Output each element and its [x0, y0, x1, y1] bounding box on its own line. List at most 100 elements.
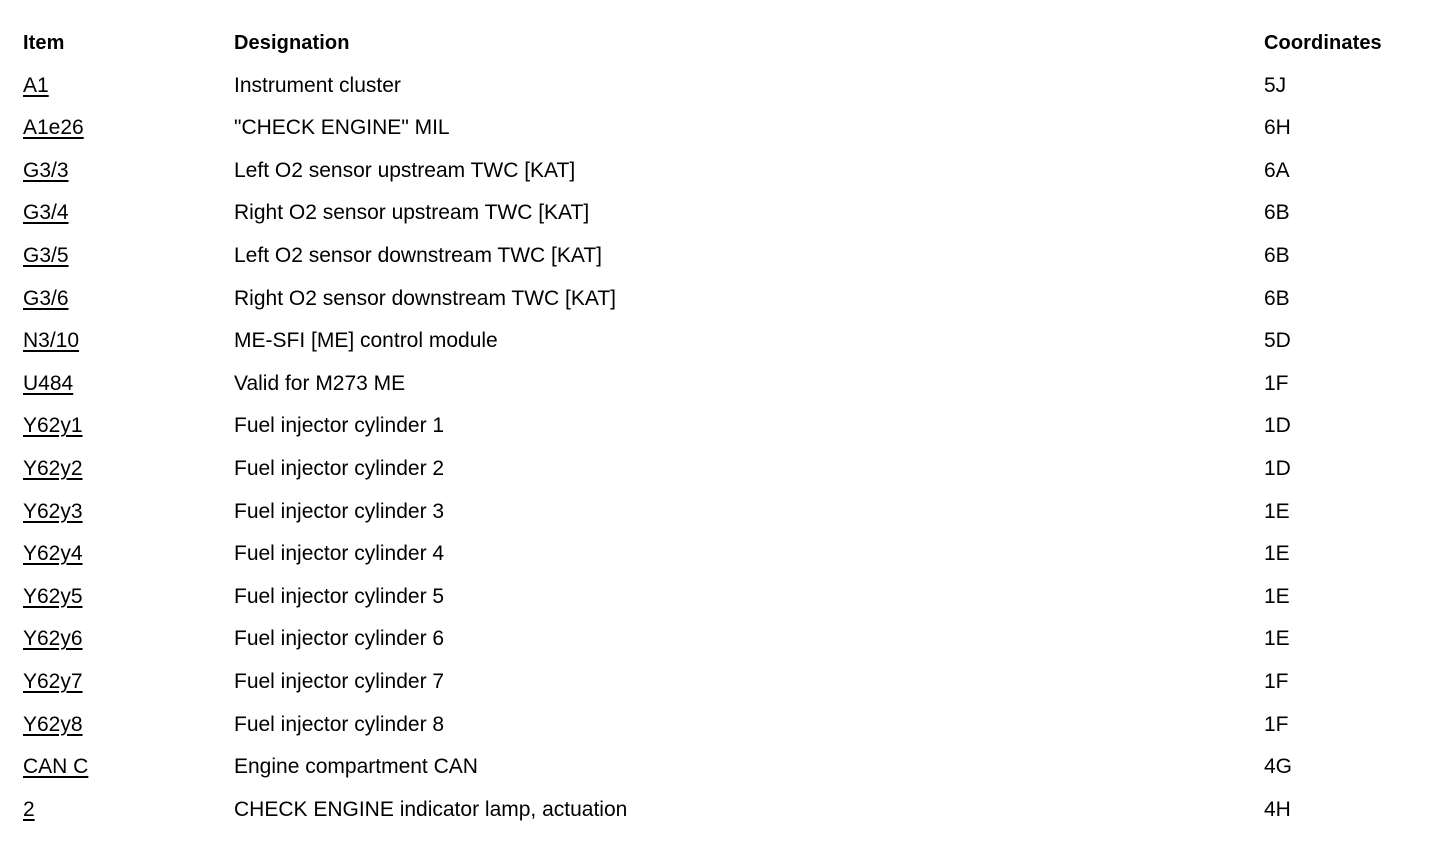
coordinate-text: 1D [1264, 456, 1291, 480]
cell-coordinates: 6B [1264, 192, 1417, 235]
item-code-link[interactable]: N3/10 [23, 329, 80, 353]
table-row: G3/4 Right O2 sensor upstream TWC [KAT] 6B [23, 192, 1417, 235]
cell-designation: Fuel injector cylinder 1 [234, 405, 1264, 448]
cell-designation: Left O2 sensor upstream TWC [KAT] [234, 150, 1264, 193]
column-header-item-label: Item [23, 32, 65, 54]
cell-coordinates: 5D [1264, 320, 1417, 363]
table-row: Y62y5 Fuel injector cylinder 5 1E [23, 576, 1417, 619]
cell-designation: Right O2 sensor upstream TWC [KAT] [234, 192, 1264, 235]
coordinate-text: 4G [1264, 755, 1293, 779]
item-code-link[interactable]: Y62y4 [23, 542, 83, 566]
table-row: Y62y7 Fuel injector cylinder 7 1F [23, 661, 1417, 704]
cell-designation: CHECK ENGINE indicator lamp, actuation [234, 789, 1264, 832]
item-code-link[interactable]: Y62y8 [23, 712, 83, 736]
item-code-link[interactable]: G3/5 [23, 243, 69, 267]
designation-text: Instrument cluster [234, 73, 401, 97]
item-code-link[interactable]: Y62y3 [23, 499, 83, 523]
coordinate-text: 1F [1264, 669, 1289, 693]
item-code-link[interactable]: CAN C [23, 755, 89, 779]
designation-text: CHECK ENGINE indicator lamp, actuation [234, 797, 628, 821]
item-code-link[interactable]: 2 [23, 797, 35, 821]
cell-item: Y62y4 [23, 533, 234, 576]
designation-text: Valid for M273 ME [234, 371, 406, 395]
column-header-coordinates-label: Coordinates [1264, 32, 1382, 54]
column-header-coordinates: Coordinates [1264, 22, 1417, 65]
cell-designation: Fuel injector cylinder 6 [234, 618, 1264, 661]
table-row: A1 Instrument cluster 5J [23, 65, 1417, 108]
cell-item: 2 [23, 789, 234, 832]
designation-text: Right O2 sensor upstream TWC [KAT] [234, 201, 590, 225]
table-row: 2 CHECK ENGINE indicator lamp, actuation 4… [23, 789, 1417, 832]
item-code-link[interactable]: Y62y5 [23, 584, 83, 608]
item-code-link[interactable]: Y62y2 [23, 456, 83, 480]
cell-item: G3/4 [23, 192, 234, 235]
cell-item: Y62y2 [23, 448, 234, 491]
cell-item: Y62y3 [23, 491, 234, 534]
item-code-link[interactable]: G3/3 [23, 158, 69, 182]
item-code-link[interactable]: G3/6 [23, 286, 69, 310]
cell-designation: Fuel injector cylinder 4 [234, 533, 1264, 576]
item-code-link[interactable]: A1 [23, 73, 49, 97]
cell-designation: Fuel injector cylinder 3 [234, 491, 1264, 534]
designation-text: Fuel injector cylinder 7 [234, 669, 445, 693]
coordinate-text: 1E [1264, 627, 1290, 651]
coordinate-text: 5J [1264, 73, 1287, 97]
coordinate-text: 6B [1264, 201, 1290, 225]
coordinate-text: 1E [1264, 542, 1290, 566]
item-code-link[interactable]: Y62y6 [23, 627, 83, 651]
designation-text: Fuel injector cylinder 6 [234, 627, 445, 651]
coordinate-text: 1F [1264, 712, 1289, 736]
cell-coordinates: 4H [1264, 789, 1417, 832]
cell-item: G3/5 [23, 235, 234, 278]
cell-coordinates: 4G [1264, 746, 1417, 789]
coordinate-text: 6B [1264, 286, 1290, 310]
designation-text: ME-SFI [ME] control module [234, 329, 498, 353]
table-row: Y62y6 Fuel injector cylinder 6 1E [23, 618, 1417, 661]
cell-coordinates: 5J [1264, 65, 1417, 108]
cell-designation: Instrument cluster [234, 65, 1264, 108]
designation-text: Fuel injector cylinder 8 [234, 712, 445, 736]
cell-coordinates: 6H [1264, 107, 1417, 150]
coordinate-text: 5D [1264, 329, 1291, 353]
cell-coordinates: 6A [1264, 150, 1417, 193]
cell-item: Y62y6 [23, 618, 234, 661]
item-code-link[interactable]: A1e26 [23, 116, 84, 140]
cell-designation: Valid for M273 ME [234, 363, 1264, 406]
table-row: G3/5 Left O2 sensor downstream TWC [KAT] 6… [23, 235, 1417, 278]
cell-designation: Fuel injector cylinder 8 [234, 704, 1264, 747]
cell-coordinates: 6B [1264, 235, 1417, 278]
cell-coordinates: 1D [1264, 448, 1417, 491]
table-row: G3/3 Left O2 sensor upstream TWC [KAT] 6A [23, 150, 1417, 193]
designation-text: Left O2 sensor downstream TWC [KAT] [234, 243, 603, 267]
item-code-link[interactable]: G3/4 [23, 201, 69, 225]
cell-item: Y62y1 [23, 405, 234, 448]
cell-designation: Fuel injector cylinder 5 [234, 576, 1264, 619]
cell-coordinates: 1E [1264, 576, 1417, 619]
column-header-item: Item [23, 22, 234, 65]
designation-text: Fuel injector cylinder 3 [234, 499, 445, 523]
component-legend-table: Item Designation Coordinates A1 Instrumen… [23, 22, 1417, 831]
cell-item: A1e26 [23, 107, 234, 150]
designation-text: "CHECK ENGINE" MIL [234, 116, 450, 140]
column-header-designation-label: Designation [234, 32, 350, 54]
item-code-link[interactable]: Y62y1 [23, 414, 83, 438]
coordinate-text: 1D [1264, 414, 1291, 438]
designation-text: Engine compartment CAN [234, 755, 478, 779]
cell-designation: ME-SFI [ME] control module [234, 320, 1264, 363]
designation-text: Left O2 sensor upstream TWC [KAT] [234, 158, 576, 182]
item-code-link[interactable]: U484 [23, 371, 74, 395]
column-header-designation: Designation [234, 22, 1264, 65]
table-header-row: Item Designation Coordinates [23, 22, 1417, 65]
coordinate-text: 6B [1264, 243, 1290, 267]
coordinate-text: 6A [1264, 158, 1290, 182]
item-code-link[interactable]: Y62y7 [23, 669, 83, 693]
cell-designation: Fuel injector cylinder 2 [234, 448, 1264, 491]
table-row: CAN C Engine compartment CAN 4G [23, 746, 1417, 789]
designation-text: Fuel injector cylinder 5 [234, 584, 445, 608]
cell-item: CAN C [23, 746, 234, 789]
cell-item: Y62y8 [23, 704, 234, 747]
